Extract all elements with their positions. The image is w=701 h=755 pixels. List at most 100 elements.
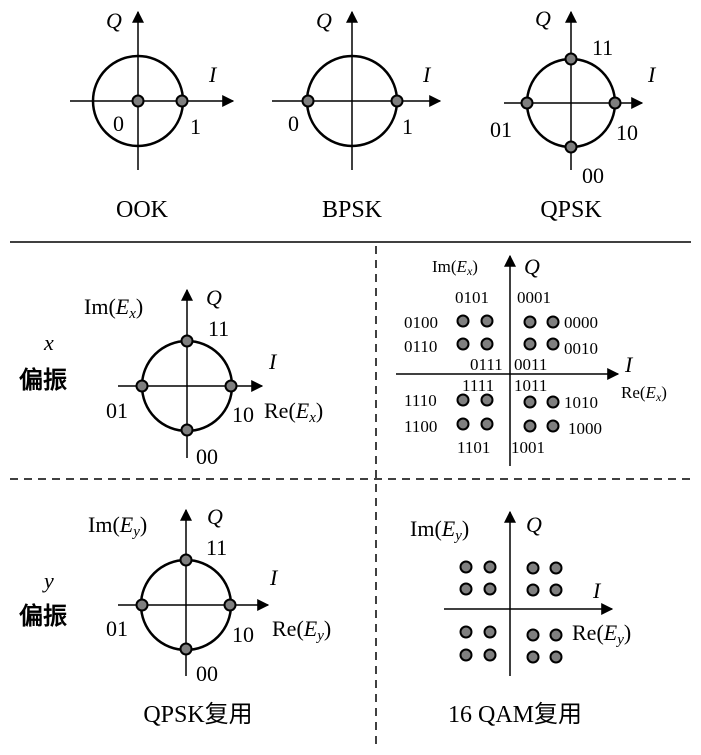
qam16-y-point-r1c3 [526, 561, 540, 575]
qam16-x-code-1000: 1000 [568, 419, 602, 438]
ook-point-1 [175, 94, 189, 108]
qam16-y-im-label: Im(Ey) [410, 516, 469, 544]
bpsk-label-0: 0 [288, 111, 299, 136]
qam16-x-code-0010: 0010 [564, 339, 598, 358]
qam16-x-point-1101 [480, 417, 494, 431]
qam16-x-code-0001: 0001 [517, 288, 551, 307]
qpsk-y-q-label: Q [207, 504, 223, 529]
qpsk-x-i-label: I [268, 349, 278, 374]
qam16-y-point-r3c2 [483, 625, 497, 639]
qam16-y-q-label: Q [526, 512, 542, 537]
qpsk-x-point-01 [135, 379, 149, 393]
qam16-y-point-r1c1 [459, 560, 473, 574]
bpsk-q-label: Q [316, 8, 332, 33]
qam16-y-point-r2c1 [459, 582, 473, 596]
qam16-x-point-0110 [456, 337, 470, 351]
qam16-x-code-1010: 1010 [564, 393, 598, 412]
qam16-y-point-r2c2 [483, 582, 497, 596]
qpsk-point-01 [520, 96, 534, 110]
qpsk-y-point-01 [135, 598, 149, 612]
ook-label-1: 1 [190, 114, 201, 139]
qpsk-q-label: Q [535, 6, 551, 31]
qam16-y-point-r2c4 [549, 583, 563, 597]
qam16-y-point-r3c4 [549, 628, 563, 642]
qam16-x-point-1100 [456, 417, 470, 431]
y-polarization-text: 偏振 [19, 602, 67, 630]
qpsk-y-point-00 [179, 642, 193, 656]
qam16-x-point-0011 [523, 337, 537, 351]
qpsk-y-label-11: 11 [206, 535, 227, 560]
qpsk-title: QPSK [540, 197, 602, 223]
qpsk-x-label-01: 01 [106, 398, 128, 423]
bpsk-label-1: 1 [402, 114, 413, 139]
qpsk-y-label-01: 01 [106, 616, 128, 641]
qam16-x-point-0111 [480, 337, 494, 351]
qam16-y-point-r1c4 [549, 561, 563, 575]
qpsk-y-point-10 [223, 598, 237, 612]
bpsk-point-0 [301, 94, 315, 108]
qam16-x-code-0100: 0100 [404, 313, 438, 332]
qam16-x-code-1111: 1111 [462, 376, 494, 395]
caption-qpsk-multiplexing: QPSK复用 [143, 701, 252, 728]
qam16-x-im-label: Im(Ex) [432, 257, 478, 278]
qam16-x-point-1110 [456, 393, 470, 407]
ook-q-label: Q [106, 8, 122, 33]
bpsk-point-1 [390, 94, 404, 108]
qam16-x-code-1101: 1101 [457, 438, 490, 457]
qpsk-y-re-label: Re(Ey) [272, 616, 331, 644]
qam16-x-re-label: Re(Ex) [621, 383, 667, 404]
qpsk-y-label-10: 10 [232, 622, 254, 647]
qam16-x-code-1011: 1011 [514, 376, 547, 395]
qpsk-x-label-11: 11 [208, 316, 229, 341]
qam16-x-code-0101: 0101 [455, 288, 489, 307]
bpsk-i-label: I [422, 62, 432, 87]
qpsk-y-point-11 [179, 553, 193, 567]
qpsk-label-10: 10 [616, 120, 638, 145]
qam16-x-point-0100 [456, 314, 470, 328]
qam16-y-point-r1c2 [483, 560, 497, 574]
ook-i-label: I [208, 62, 218, 87]
qam16-y-diagram: Im(Ey) Q I Re(Ey) [410, 510, 631, 676]
qam16-x-code-0000: 0000 [564, 313, 598, 332]
qam16-y-point-r4c3 [526, 650, 540, 664]
qpsk-i-label: I [647, 62, 657, 87]
qam16-x-point-0000 [546, 315, 560, 329]
qam16-x-point-1001 [523, 419, 537, 433]
qam16-x-q-label: Q [524, 254, 540, 279]
x-polarization-text: 偏振 [19, 366, 67, 394]
qam16-x-point-0001 [523, 315, 537, 329]
qam16-y-point-r4c1 [459, 648, 473, 662]
qpsk-y-label-00: 00 [196, 661, 218, 686]
x-polarization-letter: x [43, 330, 54, 355]
qam16-x-i-label: I [624, 352, 634, 377]
qpsk-label-00: 00 [582, 163, 604, 188]
ook-title: OOK [116, 197, 169, 223]
qam16-x-point-0101 [480, 314, 494, 328]
qam16-y-point-r3c3 [526, 628, 540, 642]
ook-diagram: Q I 0 1 OOK [70, 8, 235, 223]
qam16-y-point-r4c4 [549, 650, 563, 664]
qam16-y-point-r3c1 [459, 625, 473, 639]
qpsk-x-label-10: 10 [232, 402, 254, 427]
qpsk-label-01: 01 [490, 117, 512, 142]
qpsk-point-11 [564, 52, 578, 66]
y-polarization-letter: y [42, 568, 54, 593]
ook-label-0: 0 [113, 111, 124, 136]
qpsk-y-i-label: I [269, 565, 279, 590]
qpsk-point-10 [608, 96, 622, 110]
qam16-x-code-1110: 1110 [404, 391, 437, 410]
bpsk-diagram: Q I 0 1 BPSK [272, 8, 442, 223]
qam16-x-diagram: Im(Ex) Q I Re(Ex) 0101 0001 0100 0000 01… [396, 254, 667, 466]
qam16-x-code-1001: 1001 [511, 438, 545, 457]
qam16-x-point-1011 [523, 395, 537, 409]
qam16-x-code-0110: 0110 [404, 337, 437, 356]
qam16-x-point-1111 [480, 393, 494, 407]
caption-16qam-multiplexing: 16 QAM复用 [448, 701, 582, 728]
qpsk-x-im-label: Im(Ex) [84, 294, 143, 322]
qam16-x-code-0011: 0011 [514, 355, 547, 374]
qam16-y-i-label: I [592, 578, 602, 603]
qam16-y-point-r4c2 [483, 648, 497, 662]
qpsk-x-q-label: Q [206, 285, 222, 310]
